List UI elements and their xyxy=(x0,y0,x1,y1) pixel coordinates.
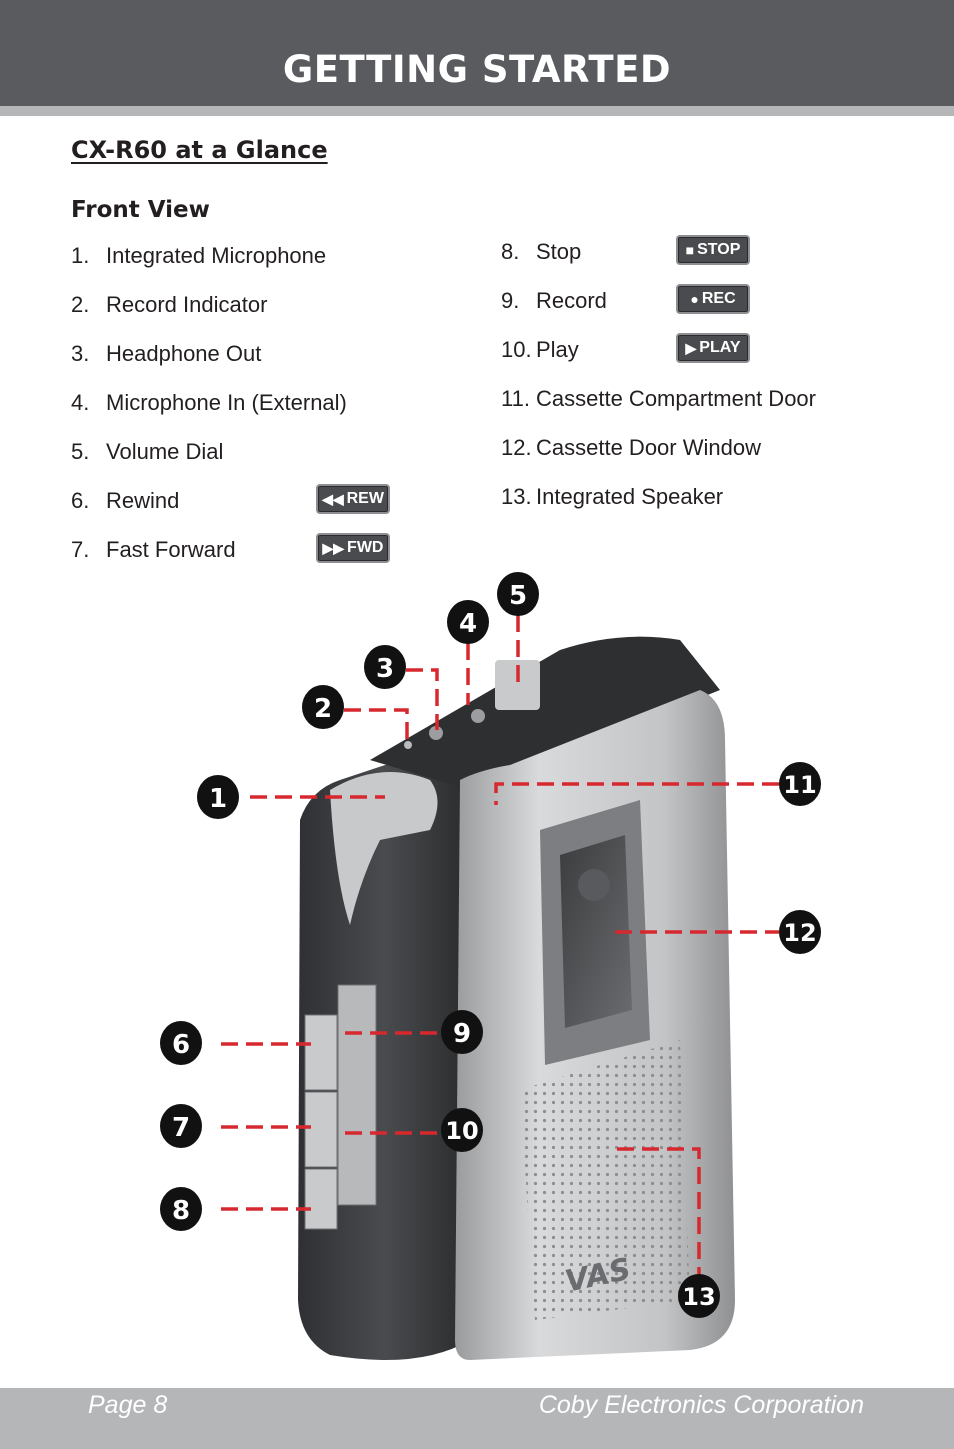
company-name: Coby Electronics Corporation xyxy=(538,1391,864,1419)
callout-badges: 1 2 3 4 5 6 7 8 9 10 11 12 13 xyxy=(160,572,821,1318)
callout-3: 3 xyxy=(376,654,394,684)
section-title: CX-R60 at a Glance xyxy=(71,136,328,164)
callout-2: 2 xyxy=(314,694,332,724)
subheading-front-view: Front View xyxy=(71,197,210,223)
fast-forward-button-icon: ▶▶ FWD xyxy=(316,533,390,563)
page-header xyxy=(0,0,954,106)
rewind-icon: ◀◀ xyxy=(322,491,344,507)
play-button-icon: ▶ PLAY xyxy=(676,333,750,363)
callout-13: 13 xyxy=(682,1283,715,1311)
cassette-recorder-diagram: 1 2 3 4 5 6 7 8 9 10 11 12 13 VAS xyxy=(160,572,821,1360)
callout-10: 10 xyxy=(445,1117,478,1145)
stop-button-icon: ■ STOP xyxy=(676,235,750,265)
rewind-button-icon: ◀◀ REW xyxy=(316,484,390,514)
callout-7: 7 xyxy=(172,1113,190,1143)
page-title: GETTING STARTED xyxy=(282,48,672,91)
callout-5: 5 xyxy=(509,581,527,611)
page-footer xyxy=(0,1388,954,1449)
header-stripe xyxy=(0,106,954,116)
fast-forward-icon: ▶▶ xyxy=(322,540,345,556)
stop-icon: ■ xyxy=(685,242,695,258)
callout-8: 8 xyxy=(172,1196,190,1226)
page-number: Page 8 xyxy=(88,1391,168,1419)
play-icon: ▶ xyxy=(685,340,697,356)
record-icon: ● xyxy=(690,291,699,307)
callout-6: 6 xyxy=(172,1030,190,1060)
callout-lines xyxy=(221,615,779,1275)
callout-4: 4 xyxy=(459,609,477,639)
callout-1: 1 xyxy=(209,784,227,814)
record-button-icon: ● REC xyxy=(676,284,750,314)
callout-9: 9 xyxy=(453,1019,471,1049)
callout-12: 12 xyxy=(783,919,816,947)
callout-11: 11 xyxy=(783,771,816,799)
